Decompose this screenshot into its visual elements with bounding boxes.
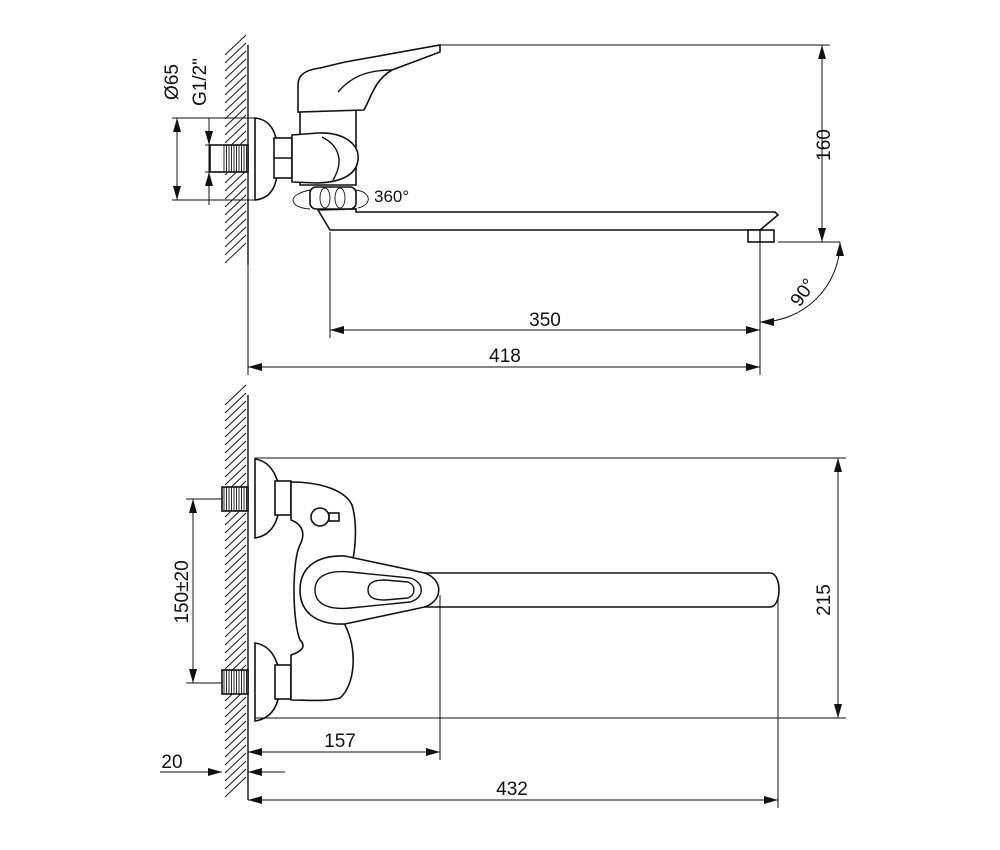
hatch-line bbox=[224, 568, 247, 590]
hatch-line bbox=[224, 66, 247, 88]
dim-flange-diameter: Ø65 bbox=[162, 64, 183, 100]
hatch-line bbox=[224, 448, 247, 470]
hatch-line bbox=[224, 720, 247, 742]
wall-hatching-front bbox=[224, 384, 247, 798]
hatch-line bbox=[224, 58, 247, 80]
dim-lever-offset: 157 bbox=[324, 731, 356, 752]
thread-upper bbox=[221, 486, 249, 512]
hatch-line bbox=[224, 464, 247, 486]
hatch-line bbox=[224, 384, 247, 406]
hatch-line bbox=[224, 392, 247, 414]
hatch-line bbox=[224, 768, 247, 790]
hatch-line bbox=[224, 616, 247, 638]
hatch-line bbox=[224, 728, 247, 750]
dim-thread: G1/2" bbox=[190, 58, 211, 106]
hatch-line bbox=[224, 210, 247, 232]
hatch-line bbox=[224, 752, 247, 774]
dim-total-length-top: 418 bbox=[489, 346, 521, 367]
hatch-line bbox=[224, 122, 247, 144]
front-view: 215 150±20 157 20 432 bbox=[160, 384, 846, 808]
lever-handle bbox=[297, 44, 441, 113]
diverter-ring bbox=[310, 507, 330, 527]
hatch-line bbox=[224, 536, 247, 558]
swivel-label: 360° bbox=[374, 187, 409, 206]
hatch-line bbox=[224, 456, 247, 478]
hatch-line bbox=[224, 82, 247, 104]
hatch-line bbox=[224, 744, 247, 766]
hatch-line bbox=[224, 776, 247, 798]
spout-top bbox=[316, 208, 780, 231]
lever-front bbox=[299, 555, 440, 625]
hatch-line bbox=[224, 432, 247, 454]
hatch-line bbox=[224, 218, 247, 240]
hatch-line bbox=[224, 528, 247, 550]
hatch-line bbox=[224, 632, 247, 654]
hatch-line bbox=[224, 408, 247, 430]
hatch-line bbox=[224, 90, 247, 112]
hatch-line bbox=[224, 760, 247, 782]
hatch-line bbox=[224, 234, 247, 256]
dim-total-length-front: 432 bbox=[496, 779, 528, 800]
hatch-line bbox=[224, 34, 247, 56]
hatch-line bbox=[224, 560, 247, 582]
dim-spout-reach: 350 bbox=[529, 310, 561, 331]
hatch-line bbox=[224, 170, 247, 192]
hatch-line bbox=[224, 736, 247, 758]
dim-height-front: 215 bbox=[814, 584, 835, 616]
hatch-line bbox=[224, 544, 247, 566]
hatch-line bbox=[224, 584, 247, 606]
thread-top bbox=[209, 144, 249, 173]
hatch-line bbox=[224, 600, 247, 622]
hatch-line bbox=[224, 98, 247, 120]
hatch-line bbox=[224, 640, 247, 662]
hatch-line bbox=[224, 608, 247, 630]
hatch-line bbox=[224, 42, 247, 64]
aerator bbox=[747, 229, 775, 243]
hatch-line bbox=[224, 202, 247, 224]
hatch-line bbox=[224, 50, 247, 72]
dim-inlet-spacing: 150±20 bbox=[172, 560, 193, 623]
hatch-line bbox=[224, 712, 247, 734]
top-view: 160 90° 350 418 Ø65 G1/2" 360° bbox=[162, 34, 844, 375]
hatch-line bbox=[224, 194, 247, 216]
hatch-line bbox=[224, 186, 247, 208]
hatch-line bbox=[224, 520, 247, 542]
thread-lower bbox=[221, 669, 249, 695]
hatch-line bbox=[224, 106, 247, 128]
hatch-line bbox=[224, 74, 247, 96]
dim-height-top: 160 bbox=[814, 129, 835, 161]
hatch-line bbox=[224, 624, 247, 646]
hatch-line bbox=[224, 704, 247, 726]
hatch-line bbox=[224, 576, 247, 598]
hatch-line bbox=[224, 696, 247, 718]
dim-wall-offset: 20 bbox=[161, 752, 182, 773]
hatch-line bbox=[224, 424, 247, 446]
hatch-line bbox=[224, 648, 247, 670]
hatch-line bbox=[224, 400, 247, 422]
hatch-line bbox=[224, 552, 247, 574]
hatch-line bbox=[224, 440, 247, 462]
hatch-line bbox=[224, 512, 247, 534]
spout-front bbox=[419, 572, 780, 608]
hatch-line bbox=[224, 178, 247, 200]
hatch-line bbox=[224, 242, 247, 264]
dim-spout-angle: 90° bbox=[787, 275, 821, 311]
hatch-line bbox=[224, 416, 247, 438]
hatch-line bbox=[224, 592, 247, 614]
swivel-ring bbox=[309, 186, 357, 210]
hatch-line bbox=[224, 226, 247, 248]
